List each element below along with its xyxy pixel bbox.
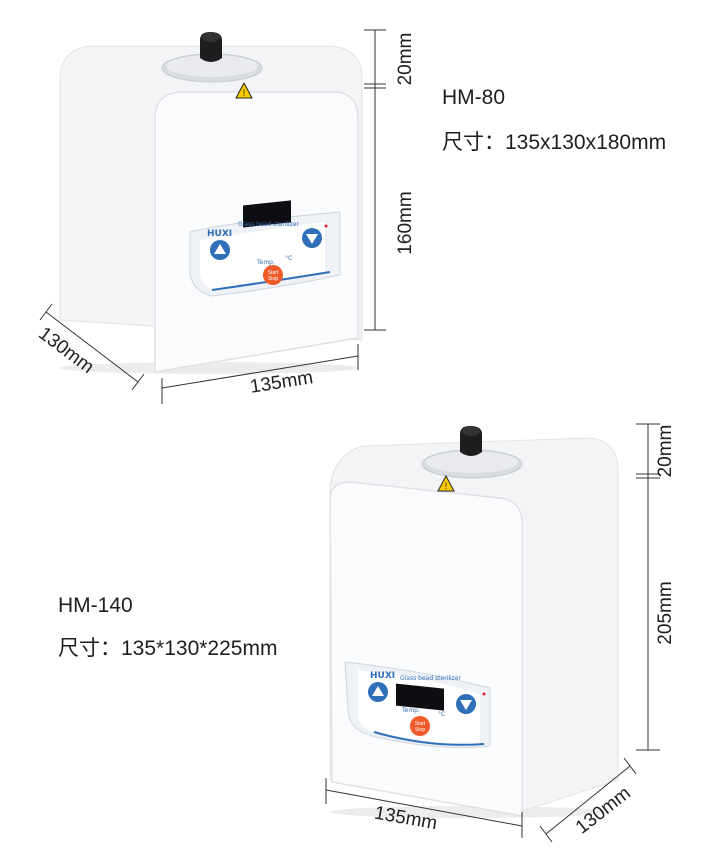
hm-140-size-value: 135*130*225mm — [121, 637, 278, 660]
hm-140-front-panel — [329, 481, 523, 817]
hm-80-size-label: 尺寸： — [442, 131, 505, 154]
hm-80-display — [243, 200, 291, 228]
hm-140-panel-subtitle: Glass bead sterilizer — [400, 675, 462, 682]
hm-80-model-name: HM-80 — [442, 86, 506, 109]
hm-80-warning-icon: ! — [235, 81, 253, 99]
hm-140-model-name: HM-140 — [58, 594, 133, 617]
hm-80-width-dimension — [161, 344, 359, 404]
hm-80-knob-top — [202, 32, 220, 42]
hm-80-panel-subtitle: Glass bead sterilizer — [238, 221, 300, 228]
hm-80-shadow — [60, 362, 360, 374]
hm-80-height-dimension — [364, 29, 386, 331]
hm-80-start-stop-button — [263, 265, 283, 285]
hm-140-brand: HUXI — [370, 671, 395, 681]
hm-140-start-stop-button — [410, 716, 430, 736]
hm-140-size-label: 尺寸： — [58, 637, 121, 660]
hm-140-indicator — [482, 692, 486, 696]
hm-140-unit: °C — [438, 711, 445, 718]
hm-80-start-label: Start — [268, 270, 279, 276]
svg-text:!: ! — [445, 481, 448, 491]
hm-80-stop-label: Stop — [268, 276, 279, 282]
hm-140-depth-dimension — [539, 757, 637, 843]
hm-80-indicator — [324, 224, 328, 228]
hm-80-brand: HUXI — [207, 229, 232, 239]
hm-140-top-dim-label: 20mm — [655, 424, 676, 478]
hm-140-height-dimension — [636, 423, 660, 751]
hm-140-shadow — [330, 806, 610, 818]
hm-140-height-dim-label: 205mm — [655, 581, 676, 645]
hm-140-start-label: Start — [415, 721, 426, 727]
hm-140-warning-icon: ! — [437, 474, 455, 492]
hm-140-temp-label: Temp. — [401, 707, 420, 714]
hm-80-size: 尺寸：135x130x180mm — [442, 126, 666, 156]
hm-140-width-dimension — [325, 778, 523, 838]
hm-80-depth-dimension — [39, 303, 145, 391]
hm-80-top-plate-inner — [166, 55, 258, 77]
hm-140-stop-label: Stop — [415, 727, 426, 733]
hm-80-control-face — [200, 222, 325, 290]
hm-80-temp-label: Temp. — [256, 259, 275, 266]
hm-80-size-value: 135x130x180mm — [505, 131, 667, 154]
hm-140-size: 尺寸：135*130*225mm — [58, 632, 277, 662]
svg-text:!: ! — [243, 88, 246, 98]
hm-140-display — [396, 683, 444, 711]
hm-80-unit: °C — [285, 255, 292, 262]
